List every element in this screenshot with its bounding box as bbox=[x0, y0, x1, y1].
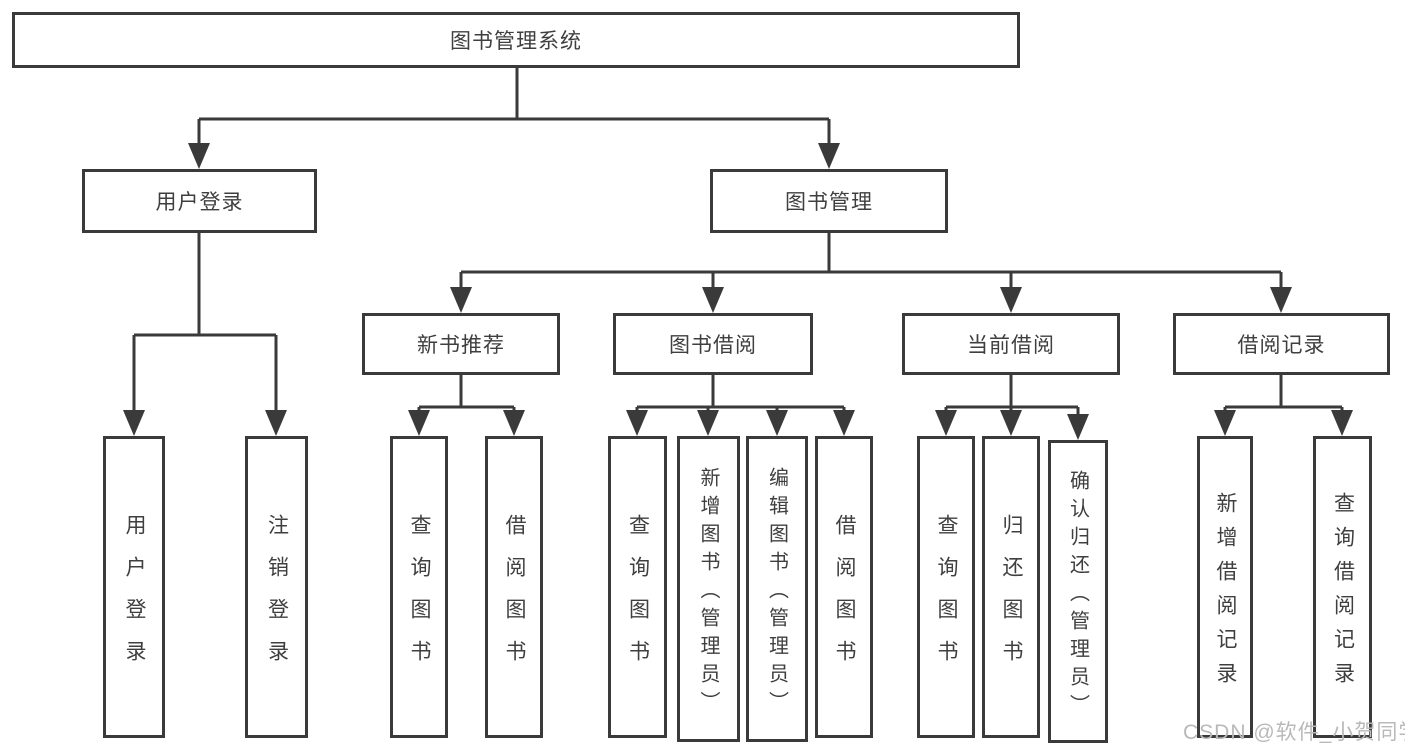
node-user-login: 用户登录 bbox=[82, 169, 317, 233]
node-book-management-label: 图书管理 bbox=[785, 191, 873, 214]
node-add-books-admin-label: 新增图书（管理员） bbox=[697, 467, 719, 719]
node-edit-books-admin-label: 编辑图书（管理员） bbox=[765, 467, 788, 719]
node-user-login-action: 用户登录 bbox=[103, 436, 165, 738]
node-return-books: 归还图书 bbox=[982, 436, 1040, 738]
node-query-books-current-label: 查询图书 bbox=[935, 513, 958, 682]
watermark: CSDN @软件_小贺同学 bbox=[1183, 721, 1405, 744]
node-query-books-recommend: 查询图书 bbox=[390, 436, 448, 738]
node-borrow-books-recommend: 借阅图书 bbox=[485, 436, 543, 738]
node-query-borrow-record: 查询借阅记录 bbox=[1313, 436, 1372, 738]
node-query-books-recommend-label: 查询图书 bbox=[408, 513, 431, 682]
node-confirm-return-admin: 确认归还（管理员） bbox=[1048, 440, 1108, 743]
node-borrow-books: 借阅图书 bbox=[815, 436, 873, 738]
node-user-login-label: 用户登录 bbox=[155, 191, 244, 214]
node-current-borrowing: 当前借阅 bbox=[902, 313, 1120, 375]
node-query-books-borrow-label: 查询图书 bbox=[626, 513, 650, 682]
node-book-borrowing-label: 图书借阅 bbox=[669, 334, 757, 357]
node-logout-label: 注销登录 bbox=[265, 513, 289, 682]
node-edit-books-admin: 编辑图书（管理员） bbox=[746, 436, 808, 742]
node-borrow-records-label: 借阅记录 bbox=[1237, 334, 1326, 357]
node-query-books-current: 查询图书 bbox=[917, 436, 975, 738]
node-add-books-admin: 新增图书（管理员） bbox=[677, 436, 740, 742]
node-add-borrow-record-label: 新增借阅记录 bbox=[1214, 491, 1237, 696]
node-query-borrow-record-label: 查询借阅记录 bbox=[1331, 491, 1355, 696]
node-current-borrowing-label: 当前借阅 bbox=[967, 334, 1055, 357]
node-library-system: 图书管理系统 bbox=[12, 12, 1020, 68]
node-borrow-records: 借阅记录 bbox=[1173, 313, 1390, 375]
node-user-login-action-label: 用户登录 bbox=[123, 513, 146, 682]
node-book-borrowing: 图书借阅 bbox=[613, 313, 813, 375]
node-logout: 注销登录 bbox=[245, 436, 308, 738]
node-library-system-label: 图书管理系统 bbox=[450, 30, 582, 53]
node-return-books-label: 归还图书 bbox=[1000, 513, 1023, 682]
node-new-book-recommend: 新书推荐 bbox=[362, 313, 560, 375]
node-confirm-return-admin-label: 确认归还（管理员） bbox=[1066, 469, 1089, 722]
node-borrow-books-label: 借阅图书 bbox=[833, 513, 856, 682]
node-book-management: 图书管理 bbox=[710, 169, 948, 233]
node-query-books-borrow: 查询图书 bbox=[608, 436, 667, 738]
node-new-book-recommend-label: 新书推荐 bbox=[417, 334, 505, 357]
node-add-borrow-record: 新增借阅记录 bbox=[1197, 436, 1253, 738]
node-borrow-books-recommend-label: 借阅图书 bbox=[503, 513, 526, 682]
